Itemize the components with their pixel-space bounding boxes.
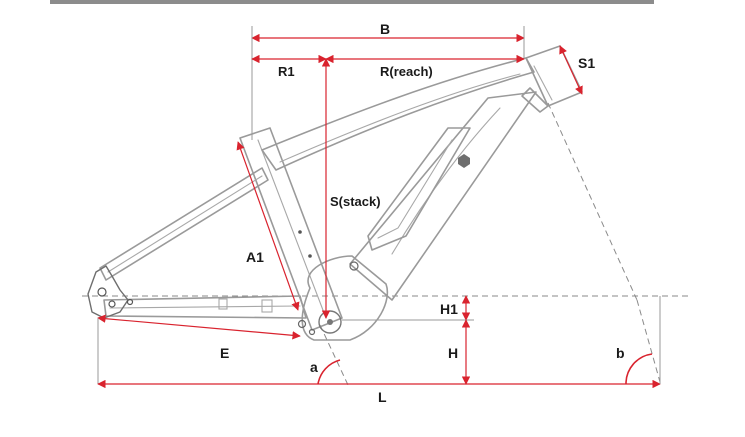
down-tube-bolt (458, 154, 470, 168)
seat-tube-bolt (298, 230, 302, 234)
dimension-labels: B R1 R(reach) S1 S(stack) A1 H1 H E a b … (220, 21, 625, 405)
motor-housing (301, 255, 389, 341)
seat-tube (239, 127, 343, 331)
label-S-stack: S(stack) (330, 194, 381, 209)
head-tube-lower (521, 87, 549, 113)
seat-stay-inner (107, 175, 263, 273)
down-tube (349, 91, 537, 301)
bike-frame (87, 45, 583, 341)
bottom-bracket-center (327, 319, 333, 325)
label-a: a (310, 359, 318, 375)
label-L: L (378, 389, 387, 405)
battery (367, 127, 471, 251)
label-H: H (448, 345, 458, 361)
seat-angle-dash (319, 324, 349, 386)
top-tube-inner (279, 73, 521, 163)
angle-b-arc (625, 353, 653, 385)
rear-dropout-bolt (108, 300, 116, 308)
label-B: B (380, 21, 390, 37)
rear-dropout-bolt (126, 298, 134, 306)
seat-tube-bolt (308, 254, 312, 258)
header-bar (50, 0, 654, 4)
dimension-A1-line (236, 141, 300, 311)
dimension-lines (97, 26, 661, 389)
seat-tube-inner (257, 139, 327, 319)
label-b: b (616, 345, 625, 361)
chain-stay-clip (218, 298, 228, 310)
label-A1: A1 (246, 249, 264, 265)
dimension-S1-line (559, 45, 583, 95)
motor-bolt (308, 328, 316, 336)
front-fork-axis (636, 299, 661, 383)
rear-dropout (87, 265, 129, 319)
reference-lines (82, 102, 690, 386)
rear-dropout-bolt (97, 287, 107, 297)
label-R1: R1 (278, 64, 295, 79)
battery-inner (377, 139, 453, 239)
dimension-E-line (97, 314, 301, 340)
head-tube-axis-extension (547, 102, 638, 301)
label-E: E (220, 345, 229, 361)
angle-a-arc (317, 359, 341, 385)
down-tube-inner (391, 107, 501, 255)
label-S1: S1 (578, 55, 595, 71)
chain-stay (103, 295, 307, 319)
top-tube (261, 57, 535, 171)
label-H1: H1 (440, 301, 458, 317)
motor-bolt (349, 261, 359, 271)
head-tube-inner (533, 65, 553, 101)
label-R-reach: R(reach) (380, 64, 433, 79)
